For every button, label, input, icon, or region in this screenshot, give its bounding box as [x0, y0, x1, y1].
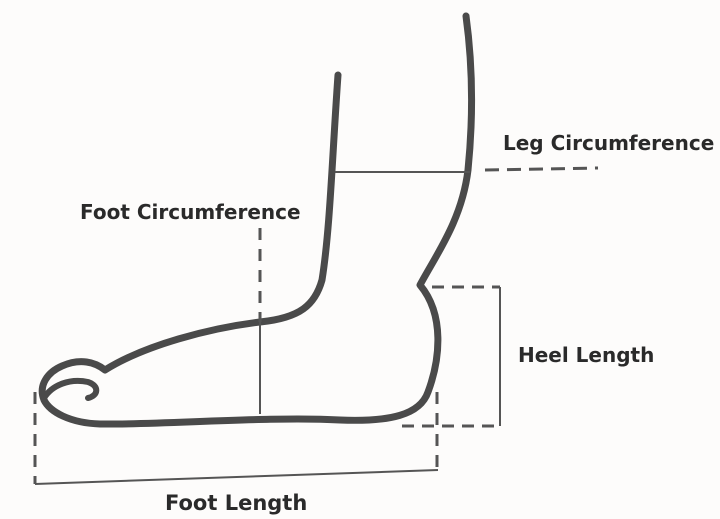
leg-circumference-leader: [485, 168, 598, 170]
foot-length-label: Foot Length: [165, 491, 307, 515]
foot-circumference-label: Foot Circumference: [80, 200, 301, 224]
leg-circumference-label: Leg Circumference: [503, 131, 714, 155]
heel-length-label: Heel Length: [518, 343, 654, 367]
foot-length-line: [35, 470, 438, 484]
toe-outline: [44, 381, 96, 398]
